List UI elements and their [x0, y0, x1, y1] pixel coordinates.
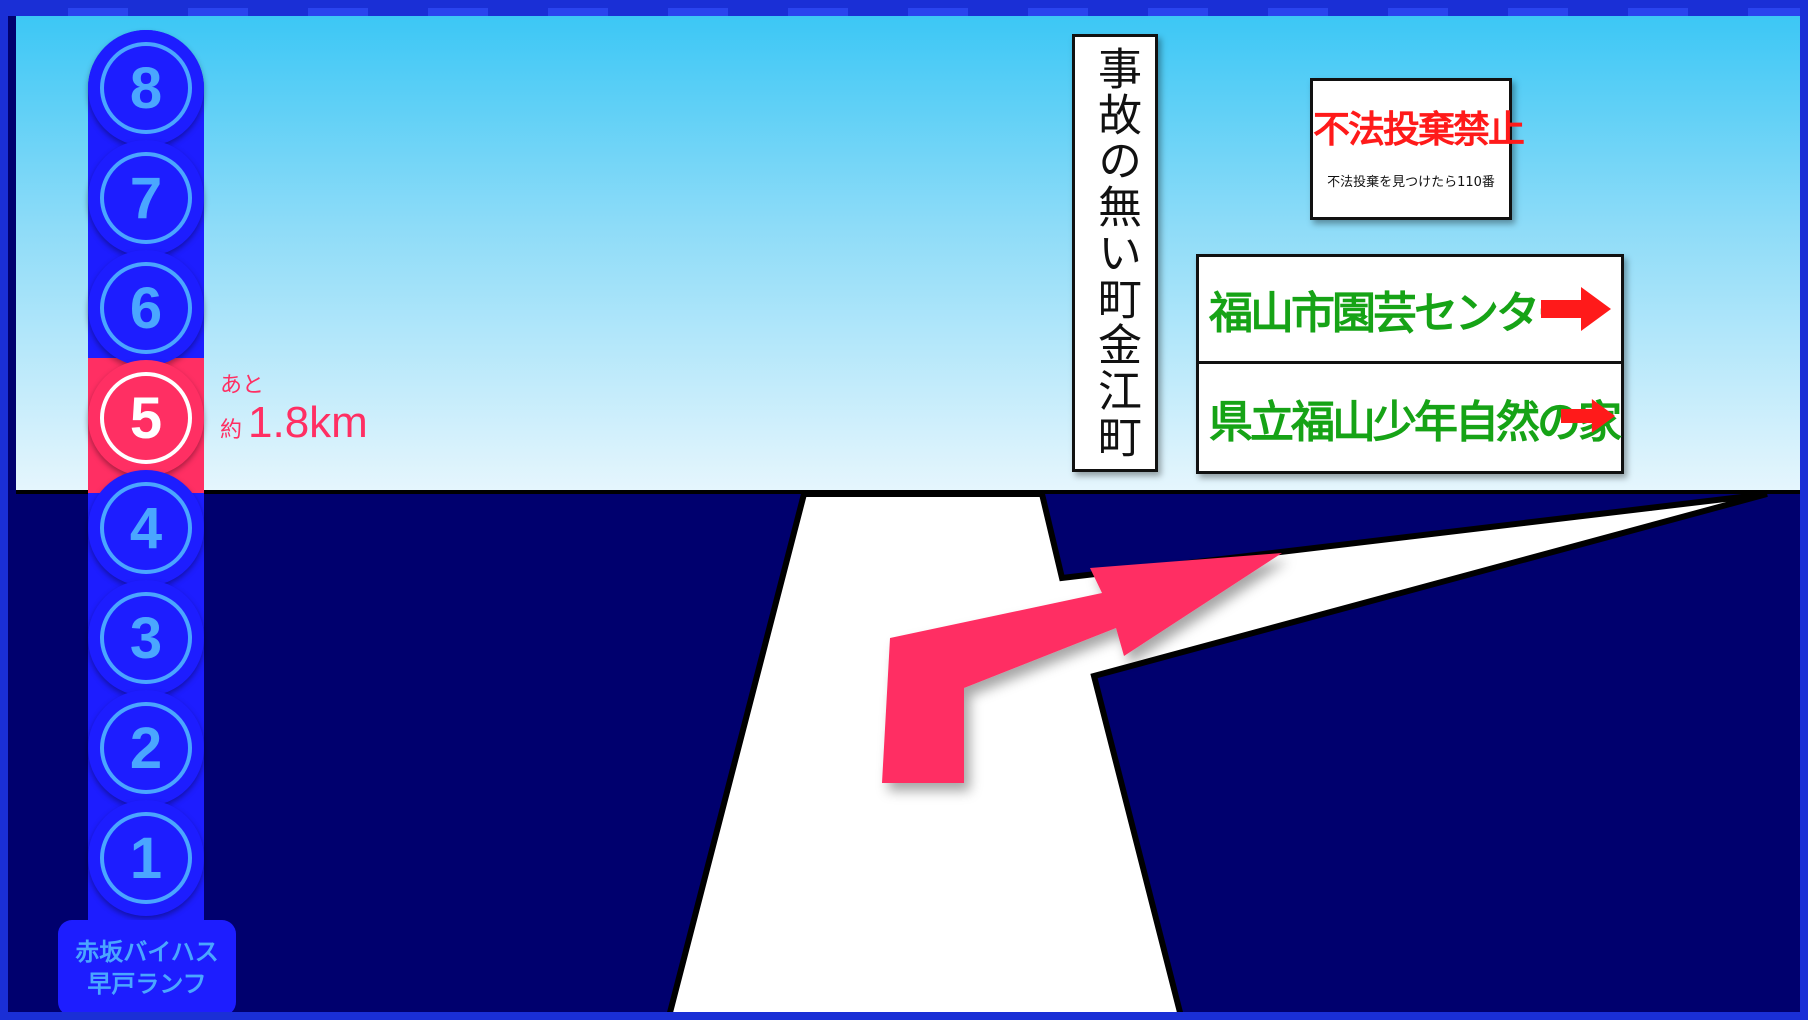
- direction-1-label: 福山市園芸センター: [1209, 288, 1581, 339]
- no-dumping-sign: 不法投棄禁止 不法投棄を見つけたら110番: [1310, 78, 1525, 220]
- station-8: 8: [88, 30, 204, 146]
- remaining-distance: あと 約 1.8km: [220, 374, 368, 448]
- direction-sign-row-2: 県立福山少年自然の家: [1199, 364, 1622, 471]
- station-6: 6: [88, 250, 204, 366]
- station-1-label: 1: [100, 812, 192, 904]
- terminus-line-1: 赤坂バイハス: [75, 938, 219, 966]
- direction-sign-row-1: 福山市園芸センター: [1199, 257, 1621, 364]
- station-8-label: 8: [100, 42, 192, 134]
- station-7: 7: [88, 140, 204, 256]
- turn-right-arrow-icon: [882, 553, 1282, 783]
- direction-sign-board: 福山市園芸センター 県立福山少年自然の家: [1196, 254, 1624, 474]
- terminus-line-2: 早戸ランフ: [87, 970, 207, 998]
- no-dumping-note: 不法投棄を見つけたら110番: [1327, 175, 1495, 190]
- station-5-current: 5: [88, 360, 204, 476]
- station-3: 3: [88, 580, 204, 696]
- road-scene: [667, 491, 1768, 1012]
- terminus-label: 赤坂バイハス 早戸ランフ: [58, 920, 236, 1012]
- right-arrow-icon: [1561, 399, 1615, 433]
- remaining-distance-value: 1.8km: [248, 398, 368, 447]
- station-2-label: 2: [100, 702, 192, 794]
- town-sign-vertical: 事故の無い町金江町: [1072, 34, 1158, 472]
- station-6-label: 6: [100, 262, 192, 354]
- direction-2-label: 県立福山少年自然の家: [1209, 396, 1622, 448]
- remaining-prefix: あと: [220, 373, 265, 398]
- remaining-approx: 約: [220, 418, 243, 443]
- road-main: [667, 491, 1768, 1012]
- right-arrow-icon: [1541, 287, 1611, 331]
- station-2: 2: [88, 690, 204, 806]
- station-7-label: 7: [100, 152, 192, 244]
- top-border: [8, 8, 1800, 16]
- station-4-label: 4: [100, 482, 192, 574]
- town-sign-text: 事故の無い町金江町: [1090, 46, 1141, 460]
- station-3-label: 3: [100, 592, 192, 684]
- no-dumping-title: 不法投棄禁止: [1313, 108, 1525, 151]
- station-4: 4: [88, 470, 204, 586]
- station-1: 1: [88, 800, 204, 916]
- station-5-label: 5: [100, 372, 192, 464]
